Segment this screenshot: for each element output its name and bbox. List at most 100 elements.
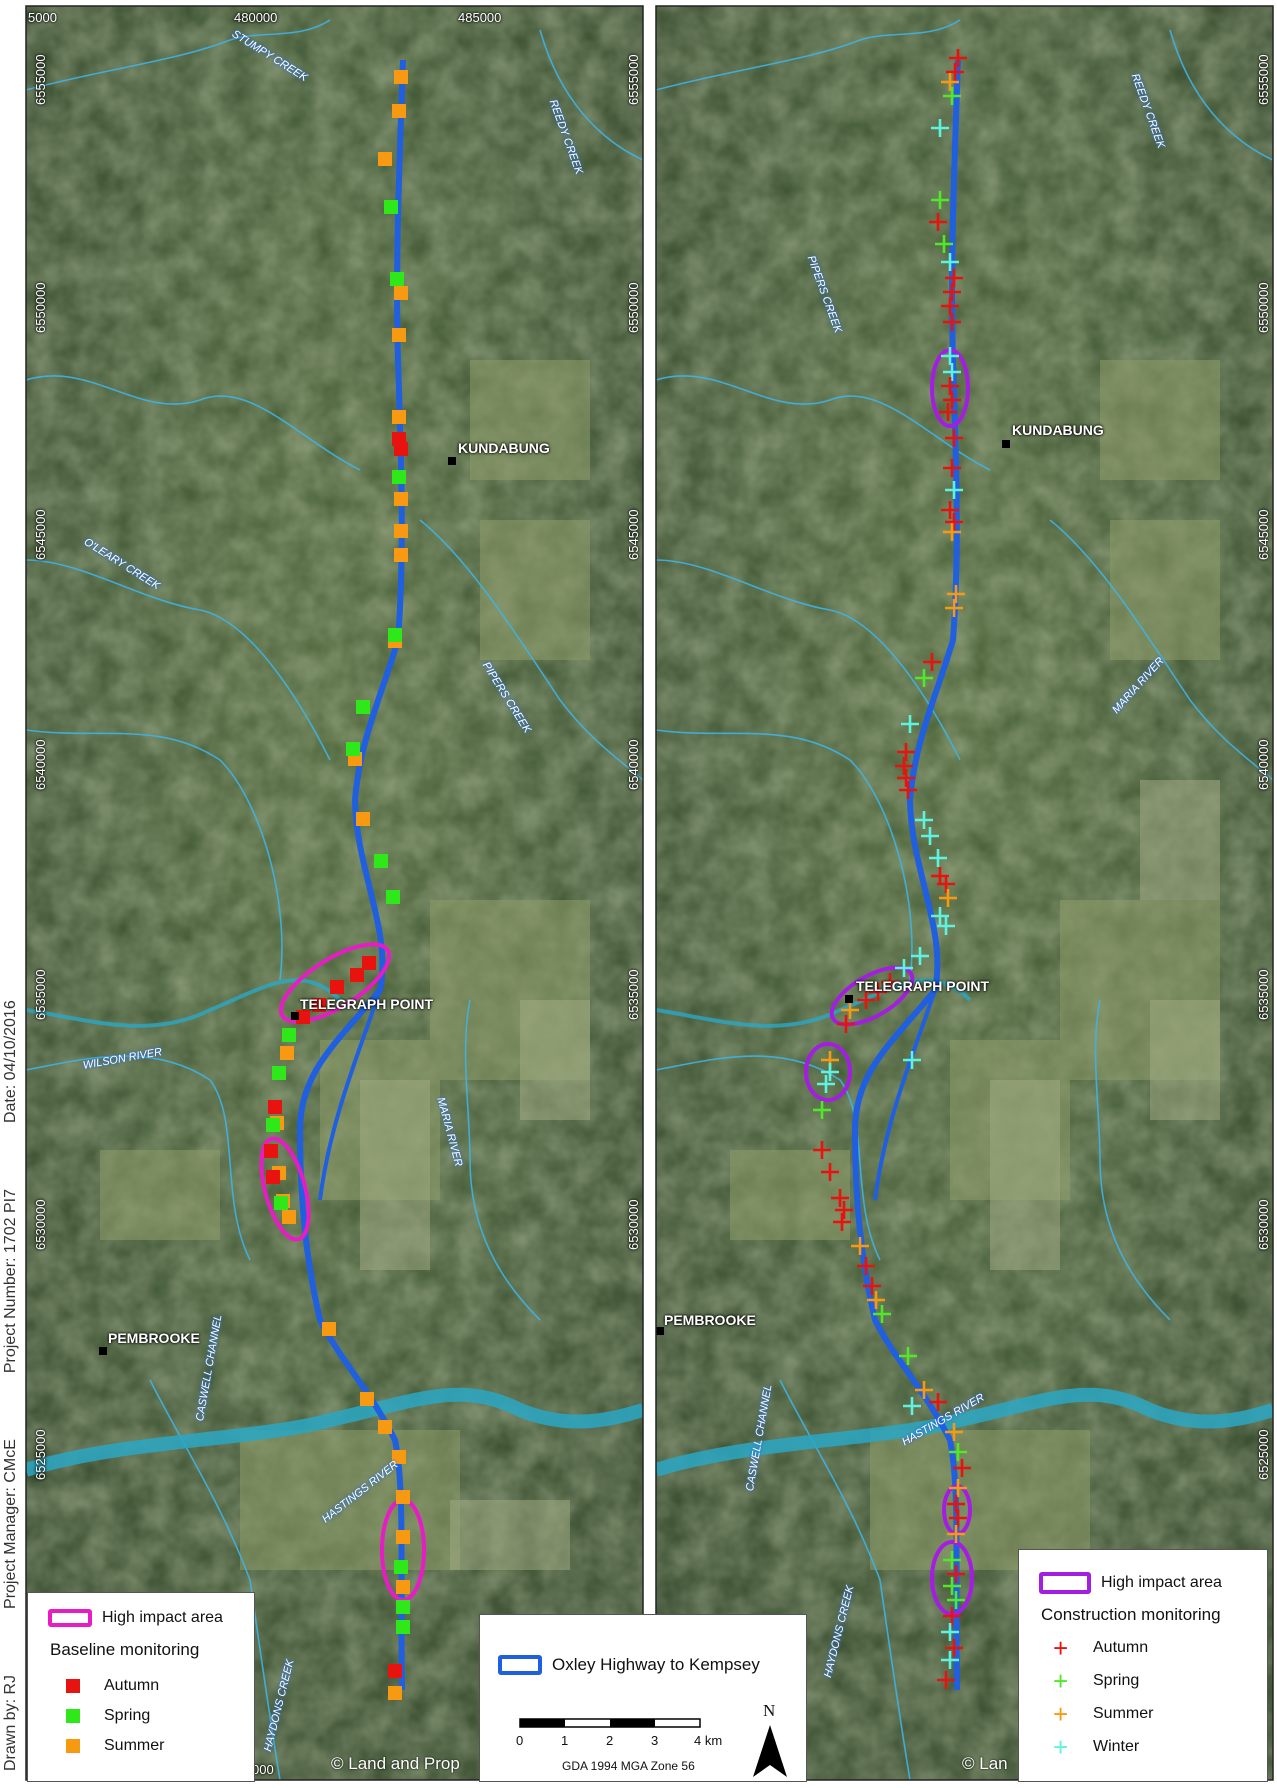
construction-cross-marker [817, 1075, 835, 1093]
construction-cross-marker [941, 73, 959, 91]
place-kundabung: KUNDABUNG [458, 440, 550, 456]
construction-cross-marker [941, 253, 959, 271]
scale-bar [519, 1718, 787, 1777]
place-telegraph-point: TELEGRAPH POINT [856, 978, 990, 994]
construction-cross-marker [923, 653, 941, 671]
summer-cross-icon: + [1053, 1699, 1069, 1729]
construction-cross-marker [941, 377, 959, 395]
grid-label-left: 6535000 [33, 969, 48, 1020]
construction-cross-marker [857, 1257, 875, 1275]
grid-label-left: 6555000 [33, 54, 48, 105]
right-map-panel [656, 6, 1273, 1780]
construction-cross-marker [949, 1479, 967, 1497]
construction-cross-marker [863, 1277, 881, 1295]
route-symbol [498, 1655, 542, 1675]
construction-cross-marker [903, 1397, 921, 1415]
construction-autumn-label: Autumn [1093, 1639, 1149, 1656]
construction-cross-marker [873, 1305, 891, 1323]
project-number: Project Number: 1702 PI7 [2, 1189, 19, 1374]
baseline-autumn-label: Autumn [104, 1677, 160, 1694]
construction-cross-marker [947, 1591, 965, 1609]
construction-cross-marker [929, 1393, 947, 1411]
high-impact-symbol [48, 1609, 92, 1627]
construction-cross-marker [915, 811, 933, 829]
grid-label-left: 6530000 [33, 1199, 48, 1250]
north-label: N [763, 1701, 776, 1720]
route-label: Oxley Highway to Kempsey [552, 1655, 760, 1674]
construction-cross-marker [821, 1163, 839, 1181]
construction-cross-marker [949, 1509, 967, 1527]
scale-tick-4: 4 km [694, 1733, 723, 1748]
construction-cross-marker [833, 1213, 851, 1231]
grid-label-top: 5000 [28, 10, 57, 25]
construction-cross-marker [947, 1495, 965, 1513]
construction-cross-marker [857, 991, 875, 1009]
construction-cross-marker [943, 459, 961, 477]
construction-cross-marker [943, 523, 961, 541]
construction-cross-marker [867, 1291, 885, 1309]
construction-cross-marker [941, 1651, 959, 1669]
construction-cross-marker [813, 1141, 831, 1159]
construction-cross-marker [881, 973, 899, 991]
grid-label-right: 6545000 [1256, 509, 1271, 560]
construction-cross-marker [943, 1577, 961, 1595]
construction-cross-marker [943, 391, 961, 409]
grid-label-top: 485000 [458, 10, 502, 25]
grid-label-left: 6525000 [33, 1429, 48, 1480]
construction-cross-marker [941, 297, 959, 315]
construction-cross-marker [897, 743, 915, 761]
construction-cross-marker [931, 119, 949, 137]
winter-cross-icon: + [1053, 1732, 1069, 1762]
construction-cross-marker [837, 1015, 855, 1033]
construction-cross-marker [831, 1189, 849, 1207]
project-manager: Project Manager: CMcE [2, 1439, 19, 1609]
high-impact-symbol [1039, 1572, 1091, 1594]
high-impact-label: High impact area [102, 1609, 223, 1626]
construction-cross-marker [943, 313, 961, 331]
construction-cross-marker [899, 1347, 917, 1365]
construction-cross-marker [953, 1459, 971, 1477]
grid-label-right: 6540000 [626, 739, 641, 790]
baseline-summer-label: Summer [104, 1737, 165, 1754]
construction-cross-marker [945, 1639, 963, 1657]
high-impact-label: High impact area [1101, 1574, 1222, 1591]
construction-cross-marker [915, 1381, 933, 1399]
place-pembrooke: PEMBROOKE [664, 1312, 756, 1328]
north-arrow-icon [753, 1725, 787, 1777]
baseline-markers [264, 70, 410, 1700]
construction-cross-marker [921, 827, 939, 845]
grid-label-left: 6545000 [33, 509, 48, 560]
grid-label-left: 6550000 [33, 282, 48, 333]
spring-square-icon [66, 1709, 80, 1723]
place-telegraph-point: TELEGRAPH POINT [300, 996, 434, 1012]
place-kundabung: KUNDABUNG [1012, 422, 1104, 438]
grid-label-left: 6540000 [33, 739, 48, 790]
grid-label-right: 6550000 [1256, 282, 1271, 333]
route-legend: Oxley Highway to Kempsey 0 1 2 3 4 km GD… [479, 1614, 807, 1782]
construction-cross-marker [949, 49, 967, 67]
construction-cross-marker [935, 235, 953, 253]
construction-markers [813, 49, 971, 1689]
grid-label-right: 6530000 [626, 1199, 641, 1250]
construction-cross-marker [937, 917, 955, 935]
autumn-square-icon [66, 1679, 80, 1693]
construction-cross-marker [929, 213, 947, 231]
grid-label-right: 6530000 [1256, 1199, 1271, 1250]
baseline-title: Baseline monitoring [50, 1640, 200, 1659]
right-copyright: © Lan [962, 1754, 1008, 1773]
construction-cross-marker [939, 889, 957, 907]
construction-cross-marker [941, 1623, 959, 1641]
scale-tick-2: 2 [606, 1733, 614, 1748]
construction-cross-marker [943, 283, 961, 301]
grid-label-right: 6555000 [626, 54, 641, 105]
place-pembrooke: PEMBROOKE [108, 1330, 200, 1346]
construction-cross-marker [911, 947, 929, 965]
scale-tick-3: 3 [651, 1733, 659, 1748]
construction-cross-marker [947, 585, 965, 603]
construction-cross-marker [943, 363, 961, 381]
baseline-legend: High impact area Baseline monitoring Aut… [27, 1592, 255, 1782]
construction-cross-marker [901, 715, 919, 733]
construction-cross-marker [929, 849, 947, 867]
